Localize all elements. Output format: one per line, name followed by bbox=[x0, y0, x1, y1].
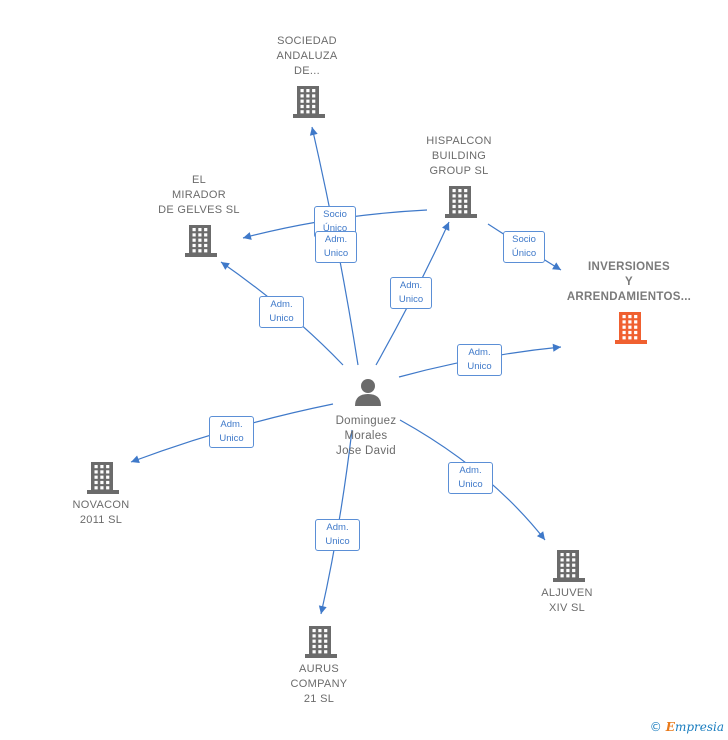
company-name[interactable]: AURUS COMPANY 21 SL bbox=[290, 663, 348, 705]
company-name[interactable]: NOVACON 2011 SL bbox=[72, 499, 130, 526]
building-icon bbox=[87, 462, 119, 494]
company-name[interactable]: HISPALCON BUILDING GROUP SL bbox=[426, 135, 492, 177]
arrow-head-icon bbox=[221, 262, 230, 270]
building-icon bbox=[305, 626, 337, 658]
arrow-head-icon bbox=[243, 232, 252, 240]
arrow-head-icon bbox=[442, 222, 450, 231]
edge-label-center-aljuven[interactable]: Adm. Unico bbox=[448, 462, 493, 494]
edge-label-center-sociedad[interactable]: Adm. Unico bbox=[315, 231, 357, 263]
person-name[interactable]: Dominguez Morales Jose David bbox=[335, 415, 397, 457]
edge-label-hispalcon-inversiones[interactable]: Socio Único bbox=[503, 231, 545, 263]
edge-label-center-inversiones[interactable]: Adm. Unico bbox=[457, 344, 502, 376]
arrow-head-icon bbox=[552, 262, 561, 270]
arrow-head-icon bbox=[318, 605, 327, 614]
arrow-head-icon bbox=[131, 455, 140, 463]
arrow-head-icon bbox=[536, 531, 545, 540]
arrow-head-icon bbox=[552, 343, 561, 352]
edge-label-center-novacon[interactable]: Adm. Unico bbox=[209, 416, 254, 448]
empresia-logo: ©Empresia bbox=[649, 720, 724, 734]
building-icon bbox=[615, 312, 647, 344]
company-name[interactable]: EL MIRADOR DE GELVES SL bbox=[158, 174, 240, 216]
arrow-head-icon bbox=[309, 127, 318, 136]
building-icon bbox=[553, 550, 585, 582]
company-name[interactable]: INVERSIONES Y ARRENDAMIENTOS... bbox=[566, 261, 692, 303]
edge-label-center-aurus[interactable]: Adm. Unico bbox=[315, 519, 360, 551]
company-name[interactable]: ALJUVEN XIV SL bbox=[541, 587, 593, 614]
building-icon bbox=[293, 86, 325, 118]
building-icon bbox=[185, 225, 217, 257]
building-icon bbox=[445, 186, 477, 218]
company-name[interactable]: SOCIEDAD ANDALUZA DE... bbox=[276, 35, 338, 77]
edge-label-center-mirador[interactable]: Adm. Unico bbox=[259, 296, 304, 328]
person-icon bbox=[355, 379, 381, 406]
edge-label-center-hispalcon[interactable]: Adm. Unico bbox=[390, 277, 432, 309]
